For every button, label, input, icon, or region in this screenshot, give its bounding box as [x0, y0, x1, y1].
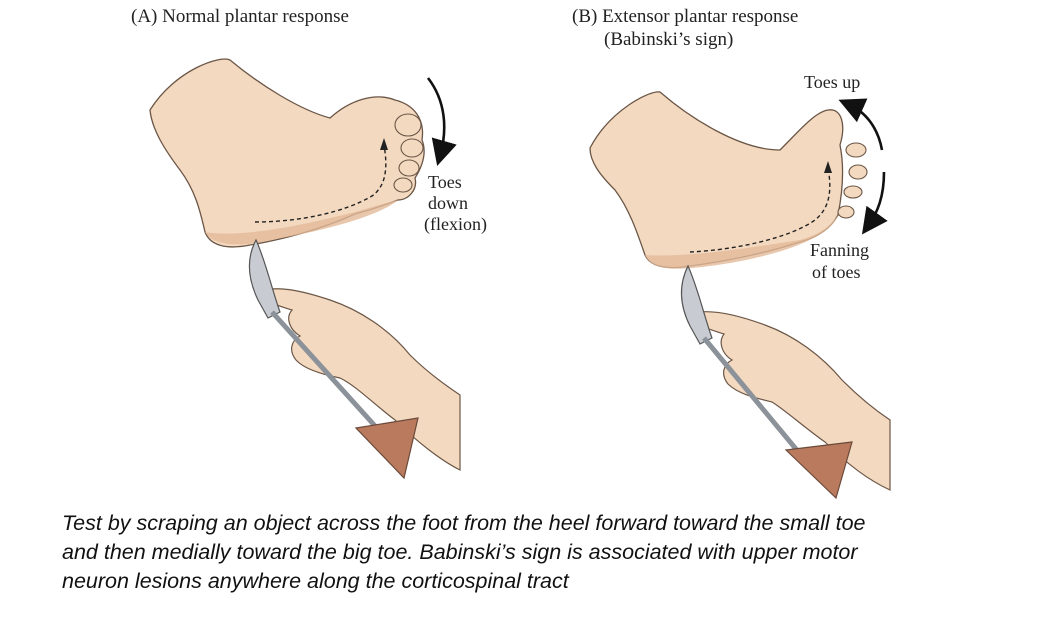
panel-b-illustration [589, 91, 891, 500]
hammer-blade-a [248, 238, 281, 319]
hammer-head-b [784, 441, 853, 500]
toes-down-label-1: Toes [428, 172, 462, 192]
toes-down-label-3: (flexion) [424, 214, 487, 234]
fanning-label-2: of toes [812, 262, 861, 282]
hand-b [689, 311, 891, 491]
toes-b [837, 142, 868, 219]
toes-a [393, 113, 424, 193]
fanning-label-1: Fanning [810, 240, 870, 260]
fanning-arrow [861, 171, 888, 235]
toes-up-arrow [838, 98, 884, 151]
panel-b-title: (B) Extensor plantar response [572, 6, 799, 27]
illustration [149, 58, 891, 500]
hand-a [257, 288, 461, 471]
caption-line-2: and then medially toward the big toe. Ba… [62, 540, 858, 564]
foot-b-shade [645, 215, 838, 269]
panel-b-subtitle: (Babinski’s sign) [604, 29, 734, 50]
toes-down-label-2: down [428, 193, 468, 213]
caption-line-1: Test by scraping an object across the fo… [62, 511, 866, 535]
panel-a-illustration [149, 58, 461, 480]
foot-a-shade [205, 200, 398, 245]
scrape-path-b [689, 167, 831, 253]
scrape-arrowhead-a [380, 138, 388, 150]
hammer-blade-b [680, 264, 713, 345]
hammer-head-a [354, 417, 419, 480]
caption-line-3: neuron lesions anywhere along the cortic… [62, 569, 569, 593]
figure-caption: Test by scraping an object across the fo… [62, 509, 1032, 596]
toes-up-label: Toes up [804, 72, 861, 92]
panel-a-title: (A) Normal plantar response [131, 6, 349, 27]
toes-down-arrow [426, 77, 457, 167]
scrape-path-a [254, 144, 387, 223]
scrape-arrowhead-b [824, 161, 832, 173]
foot-a [149, 58, 425, 248]
